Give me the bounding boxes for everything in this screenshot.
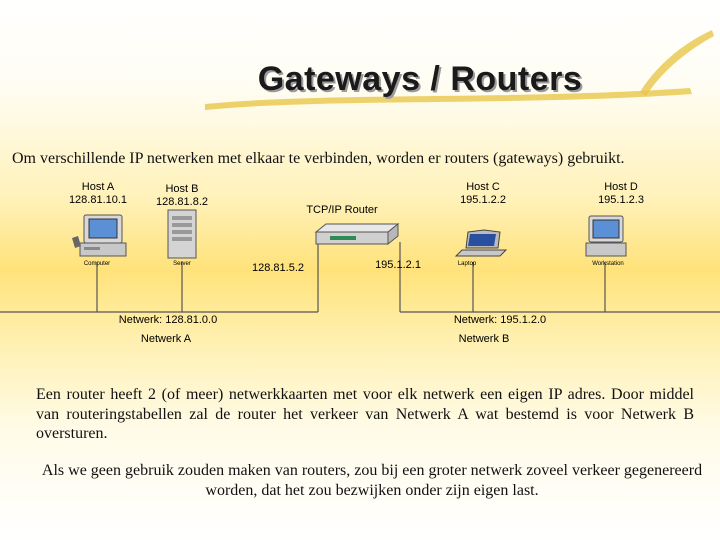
page-title: Gateways / Routers bbox=[257, 60, 583, 98]
paragraph-traffic: Als we geen gebruik zouden maken van rou… bbox=[41, 462, 703, 499]
router-icon bbox=[314, 222, 400, 246]
computer-icon bbox=[72, 214, 127, 257]
workstation-icon bbox=[585, 215, 627, 257]
server-icon bbox=[167, 209, 197, 259]
intro-text: Om verschillende IP netwerken met elkaar… bbox=[12, 150, 625, 167]
router-ip-left: 128.81.5.2 bbox=[252, 262, 304, 274]
network-b-name: Netwerk B bbox=[458, 333, 510, 345]
network-b-address: Netwerk: 195.1.2.0 bbox=[453, 314, 547, 326]
router-label: TCP/IP Router bbox=[306, 204, 378, 216]
network-a-name: Netwerk A bbox=[140, 333, 192, 345]
workstation-caption: Workstation bbox=[592, 261, 624, 267]
server-caption: Server bbox=[173, 261, 191, 267]
router-ip-right: 195.1.2.1 bbox=[375, 259, 421, 271]
paragraph-router: Een router heeft 2 (of meer) netwerkkaar… bbox=[36, 386, 694, 442]
computer-caption: Computer bbox=[83, 261, 111, 267]
laptop-icon bbox=[454, 229, 508, 257]
network-a-address: Netwerk: 128.81.0.0 bbox=[118, 314, 218, 326]
laptop-caption: Laptop bbox=[457, 261, 477, 267]
